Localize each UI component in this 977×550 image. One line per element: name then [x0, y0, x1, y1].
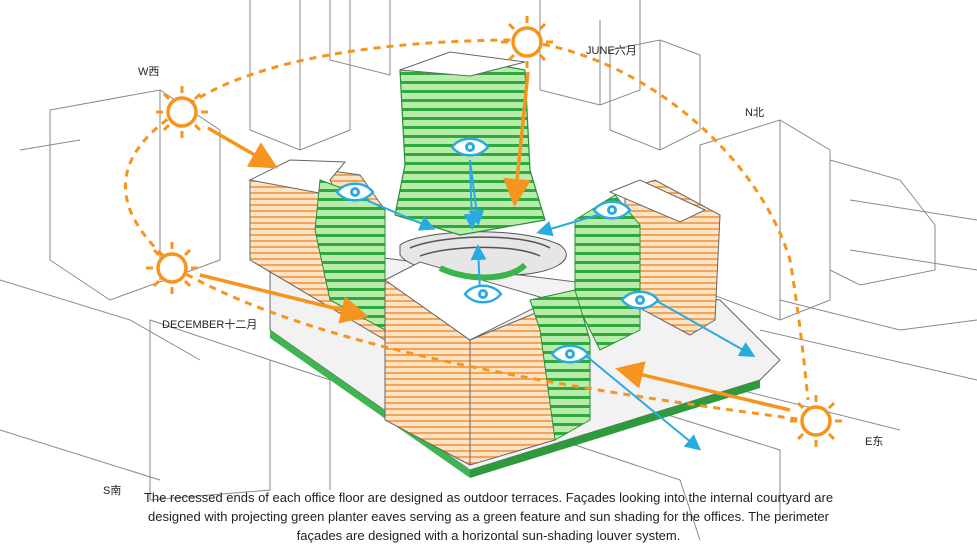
eye-icon: [622, 292, 658, 309]
caption-line-1: The recessed ends of each office floor a…: [40, 488, 937, 507]
label-december: DECEMBER十二月: [162, 316, 257, 332]
sun-icon-december: [146, 242, 198, 294]
eye-icon: [465, 286, 501, 303]
eye-icon: [552, 346, 588, 363]
eye-icon: [594, 202, 630, 219]
caption-line-3: façades are designed with a horizontal s…: [40, 526, 937, 545]
label-june: JUNE六月: [586, 42, 637, 58]
caption: The recessed ends of each office floor a…: [40, 488, 937, 545]
eye-icon: [337, 184, 373, 201]
sun-ray-arrow-west: [208, 128, 272, 165]
label-east: E东: [865, 433, 883, 449]
sun-icon-east: [790, 395, 842, 447]
label-north: N北: [745, 104, 764, 120]
eye-icon: [452, 139, 488, 156]
sun-icon-west: [156, 86, 208, 138]
caption-line-2: designed with projecting green planter e…: [40, 507, 937, 526]
label-west: W西: [138, 63, 159, 79]
